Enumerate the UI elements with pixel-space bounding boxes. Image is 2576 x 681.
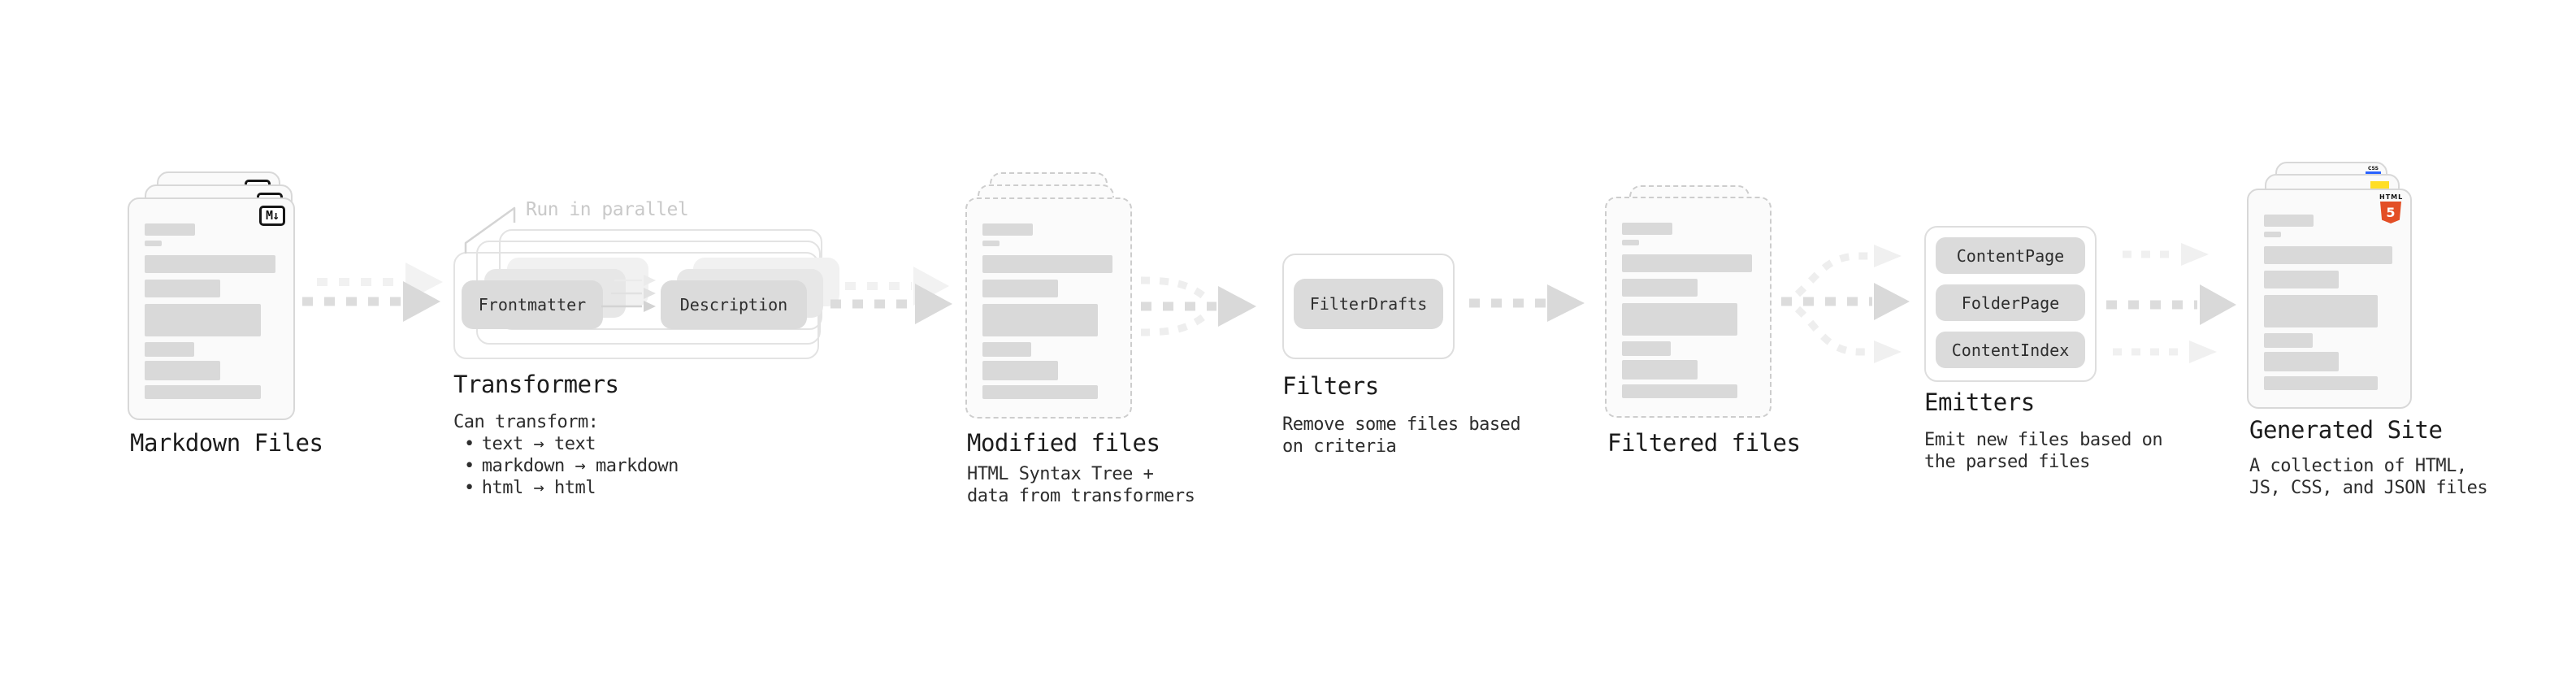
transform-bullet: • text → text [453,433,679,455]
content-bar [2264,232,2281,237]
document-placeholder-lines [145,223,278,407]
content-bar [982,280,1058,297]
content-bar [145,342,194,357]
bullet-text: html → html [481,478,596,498]
modified-files-stack [965,172,1160,420]
content-bar [145,385,261,399]
subtitle-line: A collection of HTML, [2249,456,2467,476]
contentindex-pill: ContentIndex [1936,332,2085,368]
content-bar [1622,360,1698,380]
transformers-description: Can transform: • text → text • markdown … [453,411,679,499]
arrow-transformers-to-modified [830,267,952,324]
content-bar [982,223,1033,236]
subtitle-line: Emit new files based on [1924,430,2163,450]
content-bar [1622,240,1640,245]
filtered-files-title: Filtered files [1607,429,1801,457]
generated-site-stack: CSS HTML 5 [2247,162,2450,410]
markdown-icon: M↓ [258,206,285,227]
filtered-files-stack [1605,185,1800,421]
filtered-file-card-front [1605,197,1772,418]
arrow-filtered-to-emitters [1781,245,1910,363]
content-bar [2264,246,2392,264]
content-bar [2264,352,2339,371]
subtitle-line: the parsed files [1924,452,2090,472]
markdown-files-title: Markdown Files [130,429,323,457]
bullet-icon: • [464,478,475,498]
emitters-container [1924,226,2097,382]
content-bar [982,255,1112,273]
content-bar [145,255,275,273]
content-bar [982,241,1000,246]
subtitle-line: JS, CSS, and JSON files [2249,478,2488,498]
filters-subtitle: Remove some files based on criteria [1282,414,1521,458]
arrow-filters-to-filtered [1469,284,1585,322]
document-placeholder-lines [982,223,1115,406]
transform-bullet: • html → html [453,477,679,499]
bullet-icon: • [464,456,475,476]
content-bar [2264,295,2379,327]
markdown-file-card-front: M↓ [128,197,295,420]
content-bar [2264,215,2314,227]
folderpage-pill: FolderPage [1936,284,2085,321]
content-bar [2264,376,2379,390]
frontmatter-pill: Frontmatter [462,280,603,329]
bullet-icon: • [464,434,475,454]
generated-site-subtitle: A collection of HTML, JS, CSS, and JSON … [2249,455,2488,499]
content-bar [1622,223,1672,235]
content-bar [1622,279,1698,297]
contentpage-pill: ContentPage [1936,237,2085,274]
content-bar [1622,303,1737,336]
document-placeholder-lines [2264,215,2395,396]
document-placeholder-lines [1622,223,1754,405]
bullet-text: markdown → markdown [481,456,679,476]
transform-bullet: • markdown → markdown [453,455,679,477]
transformers-description-heading: Can transform: [453,412,599,432]
subtitle-line: on criteria [1282,436,1397,457]
content-bar [145,241,163,246]
modified-file-card-front [965,197,1132,419]
html5-icon-shield: 5 [2380,202,2401,223]
content-bar [1622,384,1737,398]
run-in-parallel-annotation: Run in parallel [526,199,689,220]
subtitle-line: data from transformers [967,486,1195,506]
generated-site-title: Generated Site [2249,416,2443,444]
content-bar [145,304,261,336]
content-bar [145,361,221,380]
transformers-title: Transformers [453,371,619,398]
content-bar [2264,271,2339,288]
bullet-text: text → text [481,434,596,454]
description-pill: Description [661,280,807,329]
content-bar [1622,341,1672,356]
subtitle-line: Remove some files based [1282,414,1521,435]
css-icon: CSS [2366,166,2381,174]
content-bar [1622,254,1752,272]
content-bar [982,304,1098,336]
markdown-files-stack: M↓ M↓ M↓ [128,171,331,423]
emitters-title: Emitters [1924,388,2035,416]
emitters-subtitle: Emit new files based on the parsed files [1924,429,2163,473]
content-bar [145,223,196,236]
content-bar [145,280,221,297]
filters-container [1282,254,1455,359]
content-bar [982,361,1058,380]
html-file-card: HTML 5 [2247,189,2412,409]
modified-files-subtitle: HTML Syntax Tree + data from transformer… [967,463,1195,507]
filters-title: Filters [1282,372,1379,400]
arrow-emitters-to-generated [2106,243,2236,363]
content-bar [982,385,1098,399]
subtitle-line: HTML Syntax Tree + [967,464,1154,484]
filterdrafts-pill: FilterDrafts [1294,279,1443,329]
content-bar [982,342,1032,357]
html5-icon: HTML 5 [2379,194,2402,223]
modified-files-title: Modified files [967,429,1160,457]
html5-icon-word: HTML [2379,193,2404,201]
content-bar [2264,333,2313,348]
